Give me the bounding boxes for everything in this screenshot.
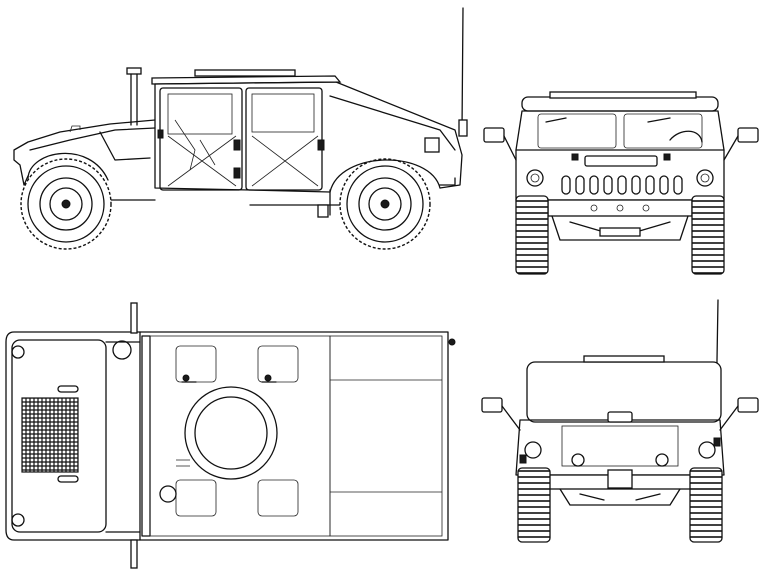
- top-body-outline: [5, 331, 141, 541]
- front-mirror-left: [483, 127, 505, 143]
- rear-taillight-left: [524, 441, 542, 459]
- front-tire-left: [515, 195, 549, 275]
- top-view: [5, 302, 456, 569]
- front-windshield-left: [537, 113, 617, 149]
- top-cabin: [149, 335, 331, 537]
- top-turret-ring: [184, 386, 278, 480]
- top-mirror-right: [130, 539, 138, 569]
- side-snorkel: [126, 67, 142, 75]
- side-front-wheel: [20, 158, 112, 250]
- rear-tire-left: [517, 467, 551, 543]
- rear-tire-right: [689, 467, 723, 543]
- side-rear-door: [245, 87, 323, 191]
- front-view: [483, 91, 759, 275]
- side-body: [154, 81, 463, 193]
- rear-mirror-right: [737, 397, 759, 413]
- top-hood-grille: [21, 397, 79, 473]
- top-mirror-left: [130, 302, 138, 334]
- top-cargo-bed: [329, 335, 443, 537]
- rear-view: [481, 299, 759, 543]
- front-headlight-left: [526, 169, 544, 187]
- rear-taillight-right: [698, 441, 716, 459]
- side-view: [13, 7, 468, 250]
- side-antenna: [461, 7, 464, 131]
- side-rear-wheel: [339, 158, 431, 250]
- side-front-door: [159, 87, 243, 191]
- side-hood: [13, 119, 156, 186]
- front-roof: [521, 96, 719, 112]
- rear-mirror-left: [481, 397, 503, 413]
- front-mirror-right: [737, 127, 759, 143]
- front-grille: [561, 175, 683, 195]
- front-headlight-right: [696, 169, 714, 187]
- front-windshield-right: [623, 113, 703, 149]
- front-tire-right: [691, 195, 725, 275]
